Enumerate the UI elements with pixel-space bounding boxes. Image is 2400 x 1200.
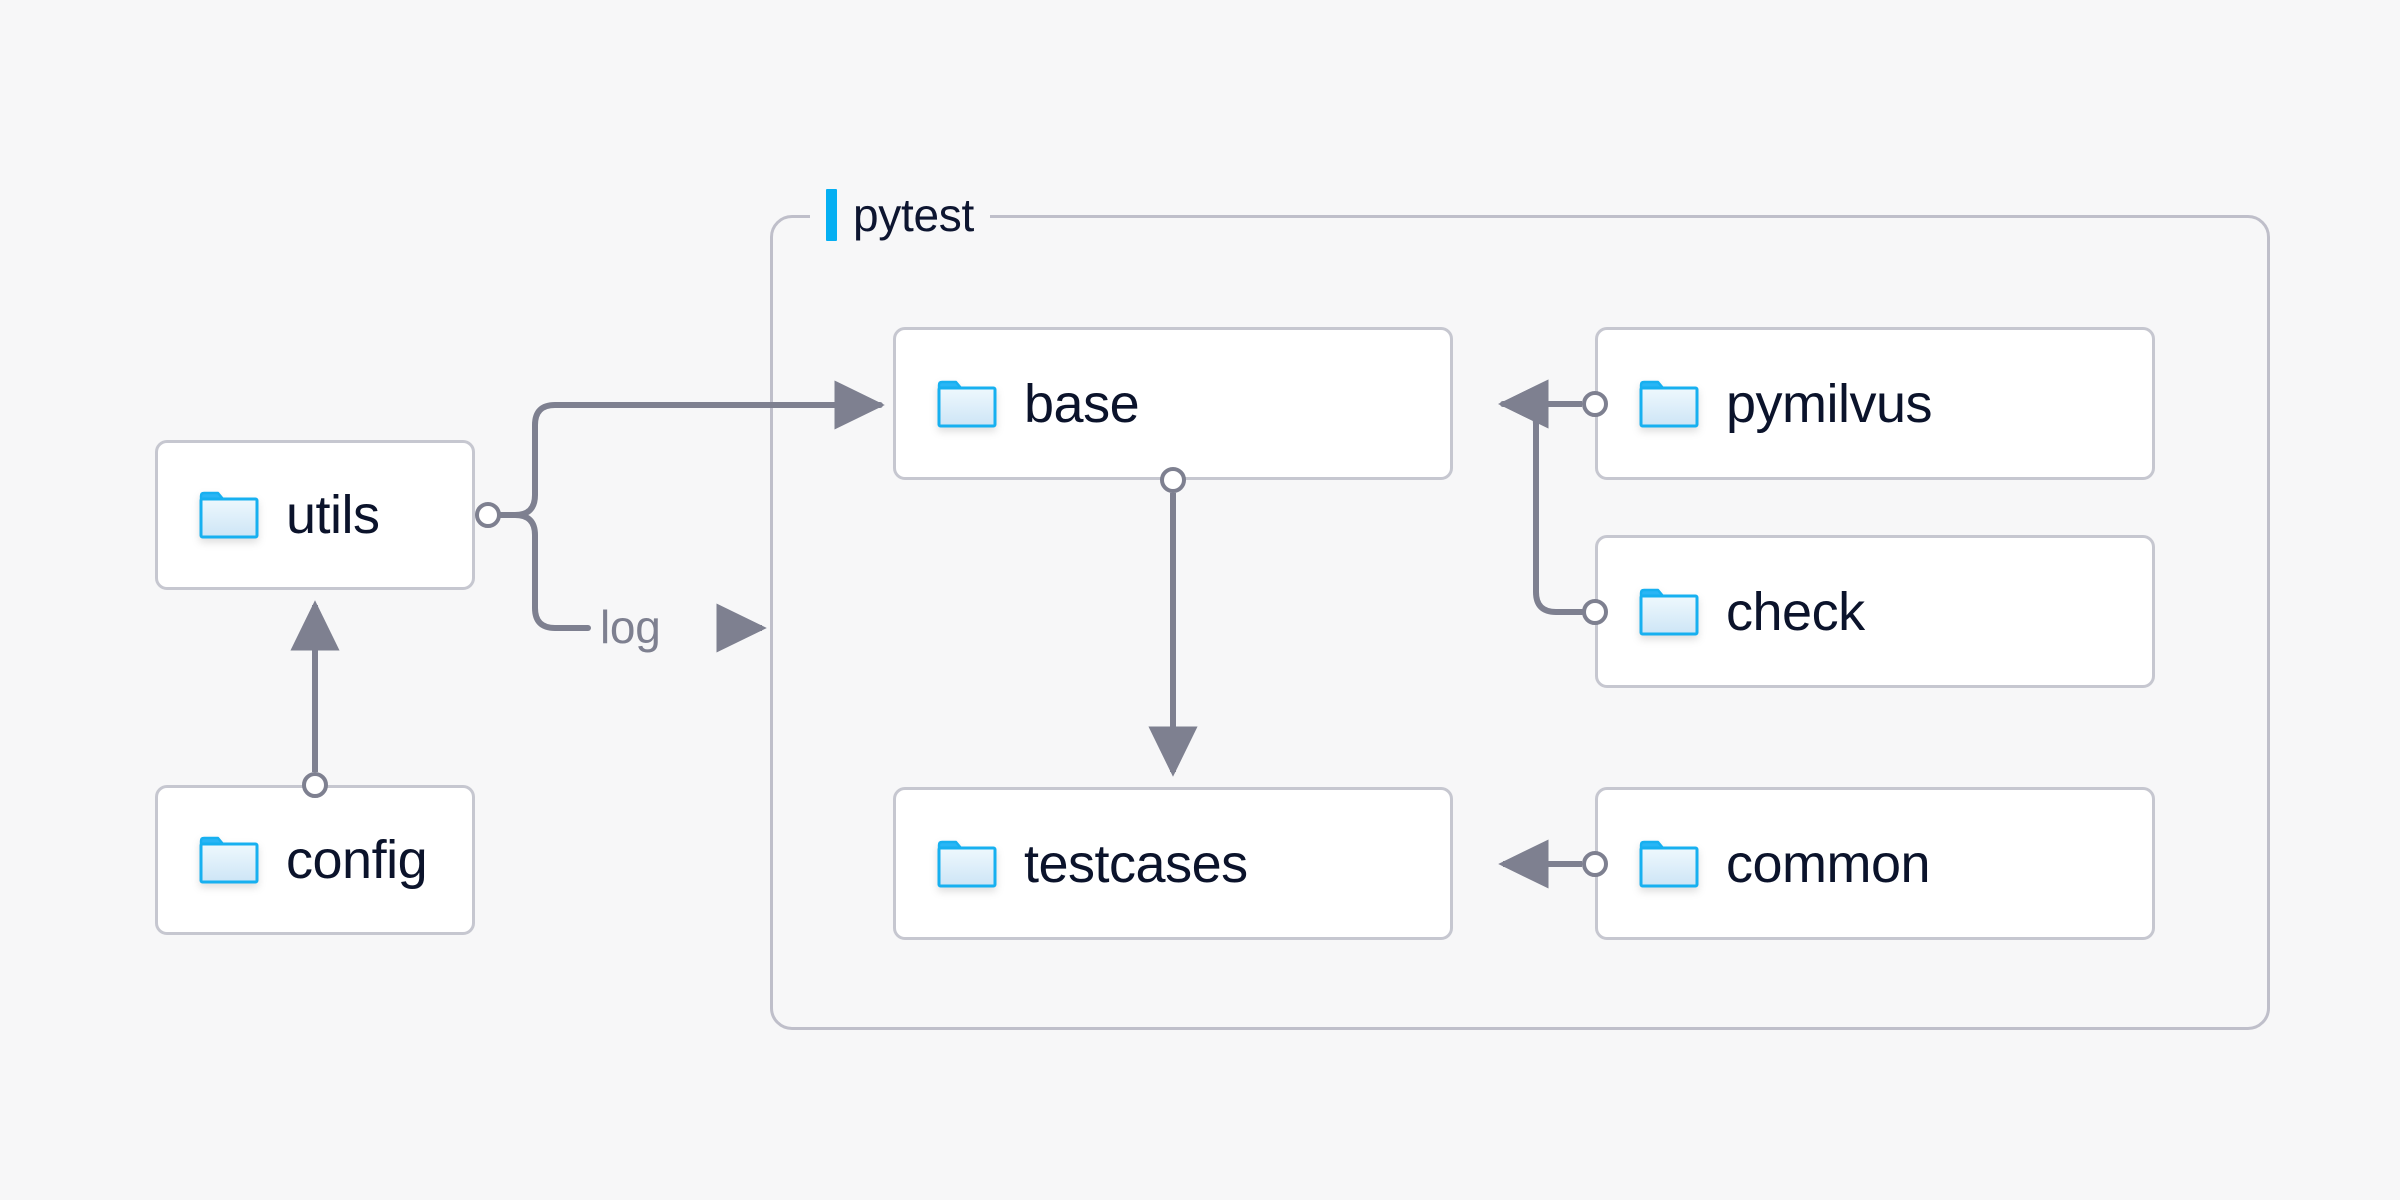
folder-icon [198,835,260,885]
folder-icon [936,839,998,889]
folder-icon [198,490,260,540]
port-config-top[interactable] [302,772,328,798]
group-accent-bar-icon [826,189,837,241]
port-utils-right[interactable] [475,502,501,528]
node-base[interactable]: base [893,327,1453,480]
node-label-testcases: testcases [1024,833,1248,894]
port-common-left[interactable] [1582,851,1608,877]
node-check[interactable]: check [1595,535,2155,688]
group-title-pytest: pytest [810,187,990,243]
node-common[interactable]: common [1595,787,2155,940]
node-label-config: config [286,830,428,890]
node-label-pymilvus: pymilvus [1726,373,1933,434]
node-pymilvus[interactable]: pymilvus [1595,327,2155,480]
folder-icon [1638,379,1700,429]
port-pymilvus-left[interactable] [1582,391,1608,417]
node-testcases[interactable]: testcases [893,787,1453,940]
node-label-utils: utils [286,485,380,545]
folder-icon [1638,839,1700,889]
folder-icon [936,379,998,429]
port-check-left[interactable] [1582,599,1608,625]
node-label-base: base [1024,373,1140,434]
group-title-label: pytest [853,189,974,241]
folder-icon [1638,587,1700,637]
node-utils[interactable]: utils [155,440,475,590]
port-base-bottom[interactable] [1160,467,1186,493]
node-config[interactable]: config [155,785,475,935]
node-label-common: common [1726,833,1931,894]
edge-label-log: log [600,601,661,653]
group-container-pytest[interactable] [770,215,2270,1030]
node-label-check: check [1726,581,1865,642]
